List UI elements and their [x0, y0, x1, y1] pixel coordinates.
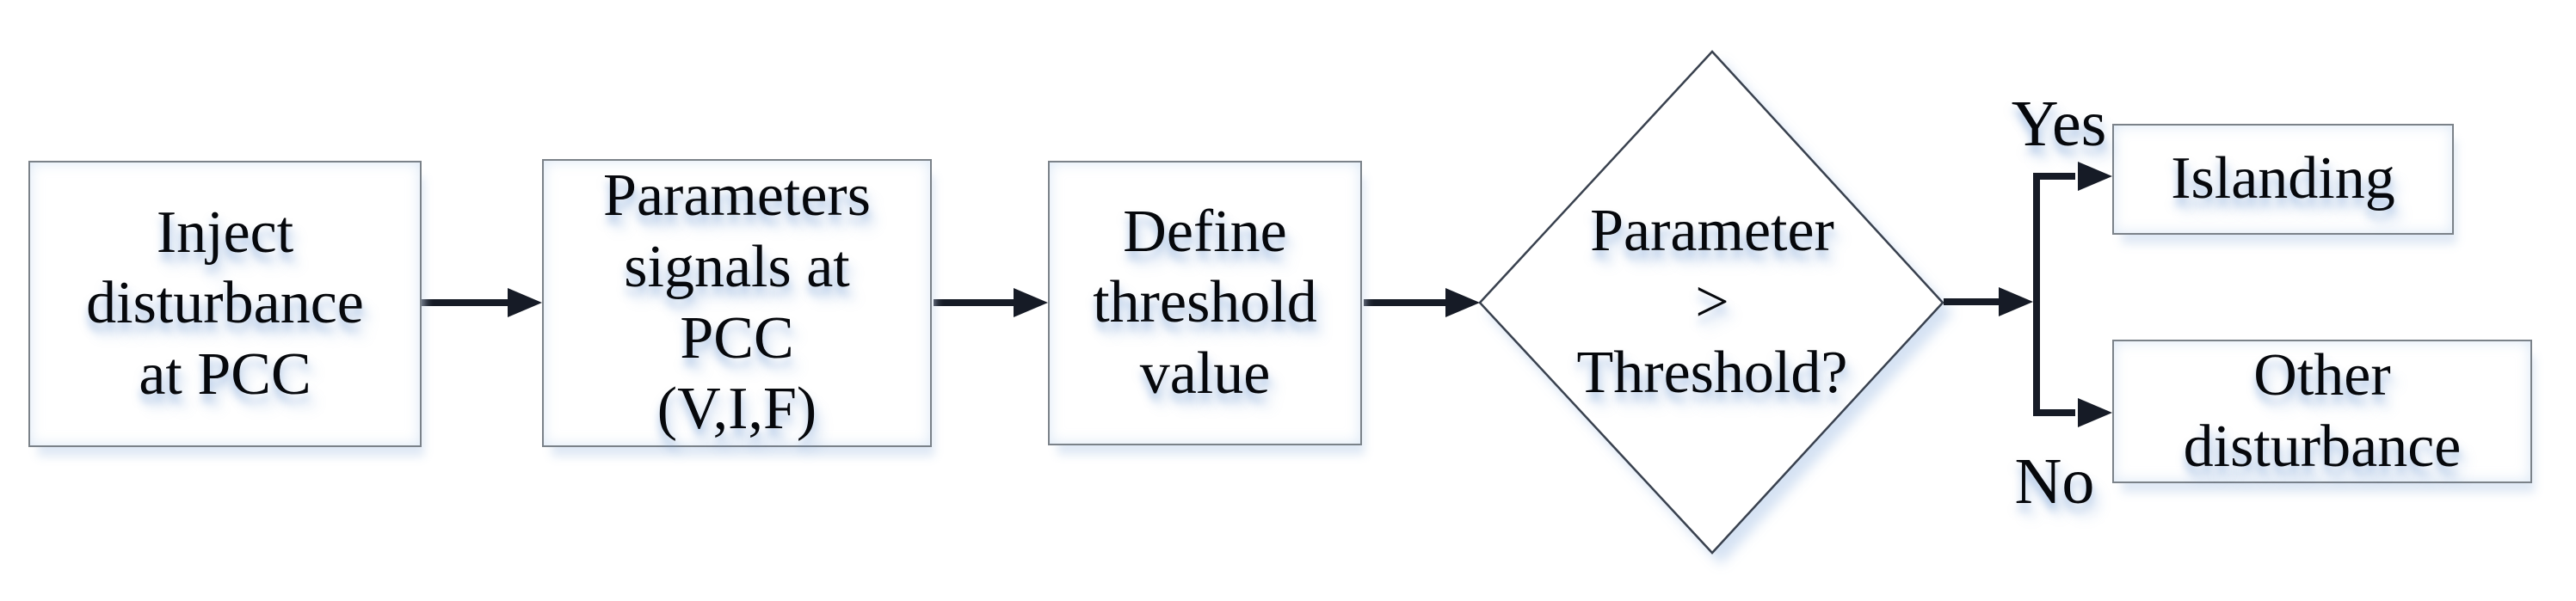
node-inject-disturbance: Inject disturbance at PCC	[28, 161, 422, 447]
arrowhead-yes-to-islanding	[2078, 162, 2112, 191]
node-define-threshold: Define threshold value	[1048, 161, 1362, 445]
node-other-disturbance-label: Other disturbance	[2183, 341, 2462, 480]
node-islanding: Islanding	[2112, 124, 2454, 235]
edge-label-no: No	[2014, 445, 2095, 518]
decision-diamond-shape	[1478, 50, 1944, 555]
node-parameter-signals: Parameters signals at PCC (V,I,F)	[542, 159, 932, 447]
arrowhead-threshold-to-decision	[1445, 288, 1480, 317]
node-threshold-decision-label: Parameter > Threshold?	[1576, 198, 1848, 407]
branch-bracket-line	[2033, 173, 2075, 416]
edge-label-yes: Yes	[2011, 88, 2107, 160]
arrowhead-decision-to-branch	[1999, 287, 2033, 316]
arrowhead-inject-to-parameters	[508, 288, 542, 317]
node-inject-disturbance-label: Inject disturbance at PCC	[86, 199, 364, 408]
node-define-threshold-label: Define threshold value	[1093, 198, 1317, 407]
node-other-disturbance: Other disturbance	[2112, 340, 2532, 483]
arrowhead-parameters-to-threshold	[1014, 288, 1048, 317]
arrowhead-no-to-other	[2078, 398, 2112, 427]
node-threshold-decision: Parameter > Threshold?	[1523, 196, 1901, 409]
node-parameter-signals-label: Parameters signals at PCC (V,I,F)	[603, 163, 871, 443]
node-islanding-label: Islanding	[2171, 145, 2395, 212]
